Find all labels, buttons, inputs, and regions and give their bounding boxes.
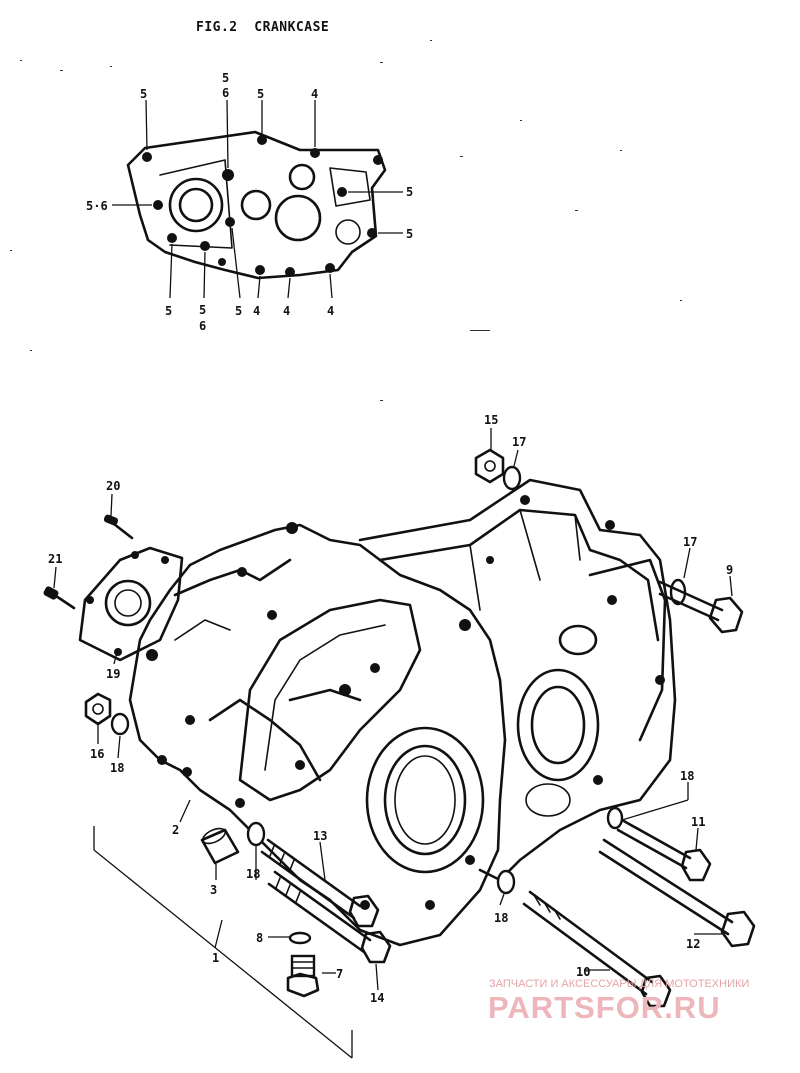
- figure-title: FIG.2 CRANKCASE: [196, 20, 330, 35]
- callout-5: 5: [406, 227, 413, 241]
- screw-21: [43, 586, 76, 610]
- callout-18: 18: [494, 911, 508, 925]
- gasket-19: [78, 546, 184, 662]
- scan-noise: [10, 40, 682, 401]
- callout-15: 15: [484, 413, 498, 427]
- callout-5: 5: [199, 303, 206, 317]
- callout-11: 11: [691, 815, 705, 829]
- nut-16: [84, 692, 112, 726]
- callout-1: 1: [212, 951, 219, 965]
- callout-14: 14: [370, 991, 384, 1005]
- callout-5-6: 5·6: [86, 199, 108, 213]
- small-view-leaders: [112, 99, 403, 299]
- callout-5: 5: [140, 87, 147, 101]
- washer-18: [246, 821, 266, 847]
- callout-16: 16: [90, 747, 104, 761]
- callout-6: 6: [199, 319, 206, 333]
- main-view-callouts: 20 21 19 16 18 2 3 18 8 7 14 13 1 15 17 …: [48, 413, 733, 1005]
- callout-4: 4: [327, 304, 334, 318]
- dowel-pin-3: [200, 827, 240, 865]
- watermark-tagline: ЗАПЧАСТИ И АКСЕССУАРЫ ДЛЯ МОТОТЕХНИКИ: [489, 978, 750, 990]
- callout-4: 4: [311, 87, 318, 101]
- callout-19: 19: [106, 667, 120, 681]
- callout-2: 2: [172, 823, 179, 837]
- assembly-bracket: [93, 826, 353, 1059]
- callout-12: 12: [686, 937, 700, 951]
- callout-17: 17: [683, 535, 697, 549]
- bolt-14: [267, 870, 392, 964]
- bolt-11: [616, 818, 712, 882]
- bolt-9: [658, 580, 744, 634]
- bolt-12: [598, 838, 756, 948]
- washer-18: [496, 869, 516, 895]
- callout-20: 20: [106, 479, 120, 493]
- crankcase-left-half: [128, 522, 507, 947]
- callout-21: 21: [48, 552, 62, 566]
- callout-8: 8: [256, 931, 263, 945]
- callout-4: 4: [283, 304, 290, 318]
- callout-13: 13: [313, 829, 327, 843]
- washer-17: [502, 465, 522, 491]
- gasket-8: [288, 931, 312, 945]
- callout-9: 9: [726, 563, 733, 577]
- callout-4: 4: [253, 304, 260, 318]
- callout-7: 7: [336, 967, 343, 981]
- callout-5: 5: [235, 304, 242, 318]
- drain-plug-7: [286, 954, 320, 998]
- callout-5: 5: [257, 87, 264, 101]
- callout-18: 18: [110, 761, 124, 775]
- washer-18: [110, 712, 130, 736]
- small-view-callouts: 5 5 6 5 4 5·6 5 5 5 5 6 5 4 4 4: [86, 71, 413, 333]
- callout-18: 18: [680, 769, 694, 783]
- callout-6: 6: [222, 86, 229, 100]
- bolt-10: [522, 890, 672, 1008]
- callout-5: 5: [406, 185, 413, 199]
- callout-18: 18: [246, 867, 260, 881]
- screw-20: [103, 514, 134, 540]
- callout-5: 5: [222, 71, 229, 85]
- callout-10: 10: [576, 965, 590, 979]
- callout-3: 3: [210, 883, 217, 897]
- main-view-leaders: [53, 428, 733, 991]
- crankcase-inner-face: [126, 130, 387, 280]
- bolt-13: [260, 838, 380, 928]
- nut-15: [474, 448, 505, 484]
- crankcase-right-half: [358, 478, 677, 882]
- watermark-logo: PARTSFOR.RU: [488, 990, 721, 1025]
- washer-18: [606, 806, 624, 830]
- callout-17: 17: [512, 435, 526, 449]
- callout-5: 5: [165, 304, 172, 318]
